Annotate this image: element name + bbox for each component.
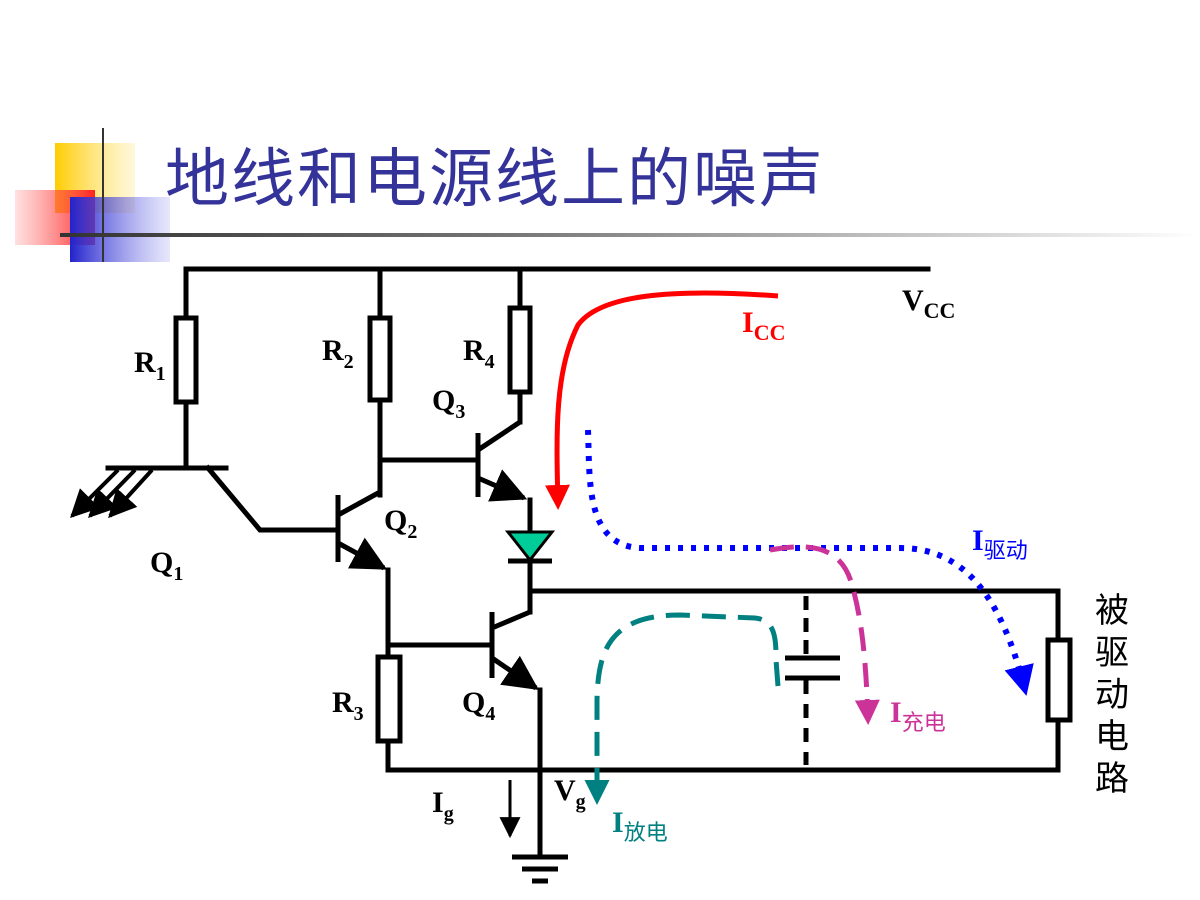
label-q4: Q4 <box>462 686 495 725</box>
slide-title: 地线和电源线上的噪声 <box>165 143 825 217</box>
title-underline <box>60 233 1200 237</box>
load-char-3: 动 <box>1095 677 1129 714</box>
load-resistor <box>1045 637 1073 723</box>
resistor-r1 <box>173 315 199 405</box>
label-r3: R3 <box>332 686 364 725</box>
label-icc: ICC <box>742 306 785 345</box>
charge-current-path <box>769 544 880 725</box>
drive-current-path <box>585 429 1034 696</box>
load-char-2: 驱 <box>1095 635 1129 672</box>
resistor-r2 <box>367 315 393 403</box>
circuit-wires <box>105 266 1061 858</box>
label-r4: R4 <box>463 334 495 373</box>
capacitor <box>785 596 840 765</box>
transistors <box>335 419 539 691</box>
discharge-current-path <box>584 612 781 805</box>
label-i-drive: I驱动 <box>972 524 1028 564</box>
label-vg: Vg <box>554 774 586 813</box>
label-vcc: VCC <box>902 284 955 323</box>
load-char-4: 电 <box>1095 718 1129 756</box>
icc-path <box>544 290 779 510</box>
diode <box>504 530 556 564</box>
label-q1: Q1 <box>150 546 183 585</box>
load-char-1: 被 <box>1095 592 1129 630</box>
label-ig: Ig <box>432 786 454 825</box>
label-r2: R2 <box>322 334 354 373</box>
label-r1: R1 <box>134 346 166 385</box>
resistor-r4 <box>507 305 533 395</box>
resistors <box>173 305 1073 744</box>
resistor-r3 <box>375 654 403 744</box>
label-q3: Q3 <box>432 384 465 423</box>
light-arrows-icon <box>70 468 154 519</box>
label-q2: Q2 <box>384 504 417 543</box>
load-char-5: 路 <box>1095 760 1129 798</box>
corner-squares-decoration <box>15 128 170 262</box>
ground-symbol-icon <box>512 854 568 884</box>
label-i-discharge: I放电 <box>612 806 668 846</box>
load-circuit-label: 被 驱 动 电 路 <box>1095 592 1129 798</box>
label-i-charge: I充电 <box>890 696 946 736</box>
